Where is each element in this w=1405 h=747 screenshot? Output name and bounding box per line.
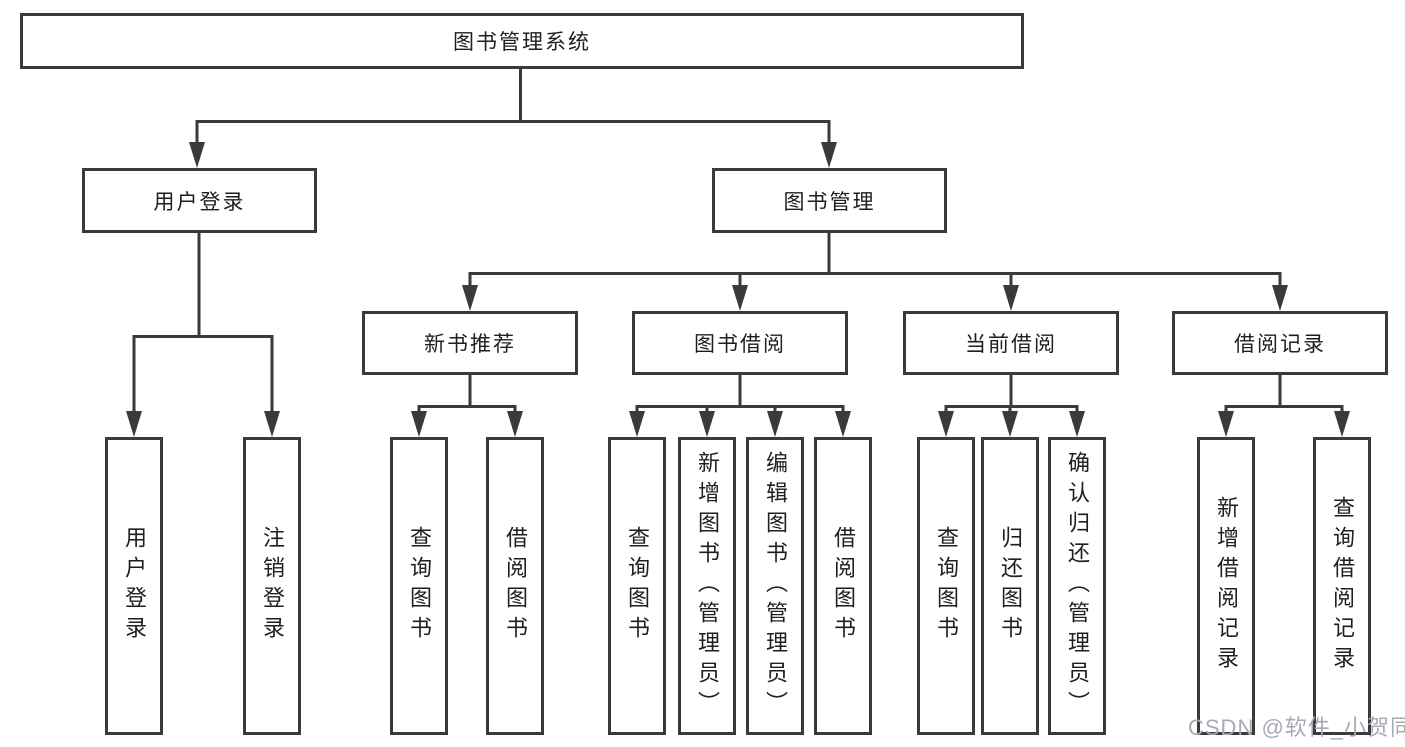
node-label: 新书推荐: [424, 333, 516, 356]
node-label: 注销登录: [260, 526, 285, 646]
node-label: 借阅记录: [1234, 333, 1326, 356]
leaf-borrow-books-borrowing: 借阅图书: [814, 437, 872, 735]
node-label: 借阅图书: [503, 526, 528, 646]
node-label: 确认归还（管理员）: [1065, 451, 1090, 721]
node-borrowing-records: 借阅记录: [1172, 311, 1388, 375]
arrowheads: [126, 142, 1350, 437]
leaf-confirm-return-admin: 确认归还（管理员）: [1048, 437, 1106, 735]
node-label: 当前借阅: [965, 333, 1057, 356]
node-book-management: 图书管理: [712, 168, 947, 233]
leaf-query-books-current: 查询图书: [917, 437, 975, 735]
leaf-return-books: 归还图书: [981, 437, 1039, 735]
leaf-user-login: 用户登录: [105, 437, 163, 735]
node-book-management-system: 图书管理系统: [20, 13, 1024, 69]
leaf-add-borrow-record: 新增借阅记录: [1197, 437, 1255, 735]
node-new-book-recommend: 新书推荐: [362, 311, 578, 375]
node-label: 归还图书: [998, 526, 1023, 646]
leaf-logout: 注销登录: [243, 437, 301, 735]
leaf-edit-books-admin: 编辑图书（管理员）: [746, 437, 804, 735]
node-label: 用户登录: [153, 190, 246, 214]
node-label: 用户登录: [122, 526, 147, 646]
node-label: 借阅图书: [831, 526, 856, 646]
node-label: 新增借阅记录: [1214, 496, 1239, 676]
node-book-borrowing: 图书借阅: [632, 311, 848, 375]
node-user-login: 用户登录: [82, 168, 317, 233]
node-label: 图书借阅: [694, 333, 786, 356]
node-current-borrowing: 当前借阅: [903, 311, 1119, 375]
node-label: 查询借阅记录: [1330, 496, 1355, 676]
node-label: 查询图书: [625, 526, 650, 646]
leaf-query-books-recommend: 查询图书: [390, 437, 448, 735]
node-label: 图书管理: [783, 190, 876, 214]
leaf-query-borrow-record: 查询借阅记录: [1313, 437, 1371, 735]
node-label: 新增图书（管理员）: [695, 451, 720, 721]
leaf-query-books-borrowing: 查询图书: [608, 437, 666, 735]
csdn-watermark: CSDN @软件_小贺同学: [1188, 715, 1405, 740]
leaf-add-books-admin: 新增图书（管理员）: [678, 437, 736, 735]
leaf-borrow-books-recommend: 借阅图书: [486, 437, 544, 735]
node-label: 编辑图书（管理员）: [763, 451, 788, 721]
node-label: 查询图书: [407, 526, 432, 646]
node-label: 查询图书: [934, 526, 959, 646]
node-label: 图书管理系统: [453, 31, 591, 54]
